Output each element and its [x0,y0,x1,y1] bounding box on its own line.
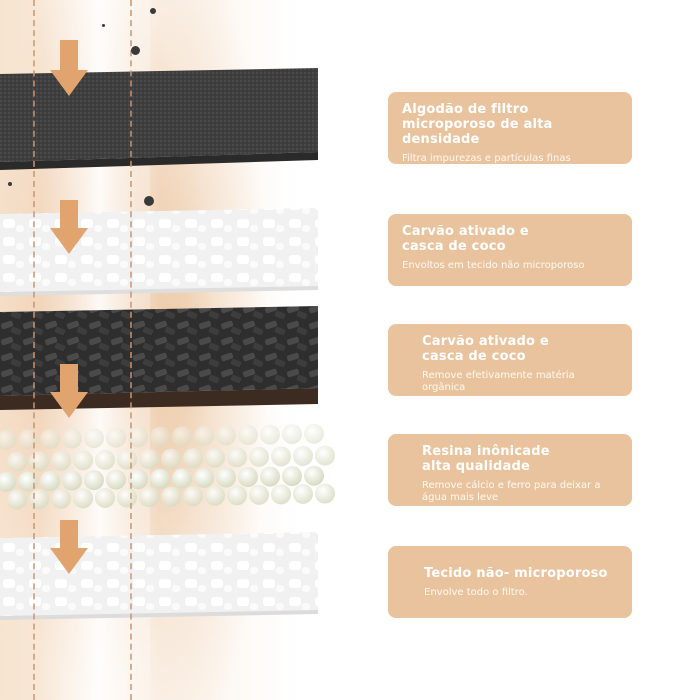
impurity-particle [150,8,156,14]
resin-pearl [51,488,71,509]
filter-layer-stack [0,40,335,620]
resin-pearl [304,465,324,486]
layer-1-dark-foam [0,68,318,170]
impurity-particle [102,24,105,27]
layer-3-carbon-chunks [0,306,318,410]
resin-pearl [73,488,93,509]
card-title: Tecido não- microporoso [424,566,608,581]
resin-pearl [161,448,181,469]
resin-pearl [183,486,203,507]
resin-pearl [238,425,258,446]
resin-pearl [40,429,60,449]
resin-pearl [282,466,302,487]
resin-pearl [84,428,104,449]
resin-pearl [0,429,16,450]
resin-pearl [238,467,258,488]
resin-pearl [194,425,214,446]
layer-info-card-4: Resina inônicade alta qualidade Remove c… [388,434,632,506]
card-description: Filtra impurezas e partículas finas [402,153,571,164]
resin-pearl [51,450,71,471]
flow-line-right [130,0,132,700]
resin-pearl [95,449,115,470]
card-description: Envolve todo o filtro. [424,587,528,598]
card-title: Carvão ativado e casca de coco [422,334,549,364]
layer-info-card-5: Tecido não- microporoso Envolve todo o f… [388,546,632,618]
resin-pearl [172,426,192,447]
down-arrow-icon [50,200,88,254]
resin-pearl [249,446,269,467]
resin-pearl [161,486,181,507]
resin-pearl [7,451,27,472]
resin-pearl [128,427,148,448]
resin-pearl [95,487,115,508]
layer-4-resin-pearls [0,423,335,510]
resin-pearl [183,448,203,469]
resin-pearl [139,487,159,508]
layer-info-card-2: Carvão ativado e casca de coco Envoltos … [388,214,632,286]
resin-pearl [260,424,280,445]
resin-pearl [315,483,335,504]
resin-pearl [62,428,82,449]
resin-pearl [216,467,236,488]
down-arrow-icon [50,40,88,96]
resin-pearl [282,424,302,445]
down-arrow-icon [50,364,88,418]
resin-pearl [205,447,225,468]
layer-info-card-3: Carvão ativado e casca de coco Remove ef… [388,324,632,396]
resin-pearl [40,471,60,491]
resin-pearl [260,466,280,487]
resin-pearl [227,447,247,468]
resin-pearl [172,468,192,489]
resin-pearl [249,484,269,505]
impurity-particle [131,46,140,55]
impurity-particle [8,182,12,186]
flow-line-left [33,0,35,700]
resin-pearl [106,427,126,448]
layer-5-white-fabric [0,532,318,620]
resin-pearl [117,449,137,470]
card-title: Resina inônicade alta qualidade [422,444,550,474]
resin-pearl [315,445,335,466]
card-title: Carvão ativado e casca de coco [402,224,529,254]
resin-pearl [150,426,170,447]
resin-pearl [29,489,49,510]
resin-pearl [18,429,38,450]
resin-pearl [139,449,159,470]
resin-pearl [62,470,82,491]
layer-2-white-fabric [0,208,318,296]
card-title: Algodão de filtro microporoso de alta de… [402,102,553,147]
resin-pearl [73,450,93,471]
layer-info-card-1: Algodão de filtro microporoso de alta de… [388,92,632,164]
resin-pearl [150,468,170,489]
resin-pearl [194,467,214,488]
resin-pearl [0,471,16,492]
down-arrow-icon [50,520,88,574]
resin-pearl [205,485,225,506]
resin-pearl [117,487,137,508]
resin-pearl [106,469,126,490]
flow-arrows [50,40,88,574]
resin-pearl [293,445,313,466]
resin-pearl [293,483,313,504]
resin-pearl [128,469,148,490]
impurity-particle [144,196,154,206]
card-description: Envoltos em tecido não microporoso [402,260,585,271]
resin-pearl [227,485,247,506]
resin-pearl [18,471,38,492]
resin-pearl [304,423,324,444]
resin-pearl [7,489,27,510]
resin-pearl [216,425,236,446]
resin-pearl [271,446,291,467]
resin-pearl [271,484,291,505]
card-description: Remove efetivamente matéria orgânica [422,370,575,393]
resin-pearl [29,451,49,472]
resin-pearl [84,470,104,491]
card-description: Remove cálcio e ferro para deixar a água… [422,480,601,503]
